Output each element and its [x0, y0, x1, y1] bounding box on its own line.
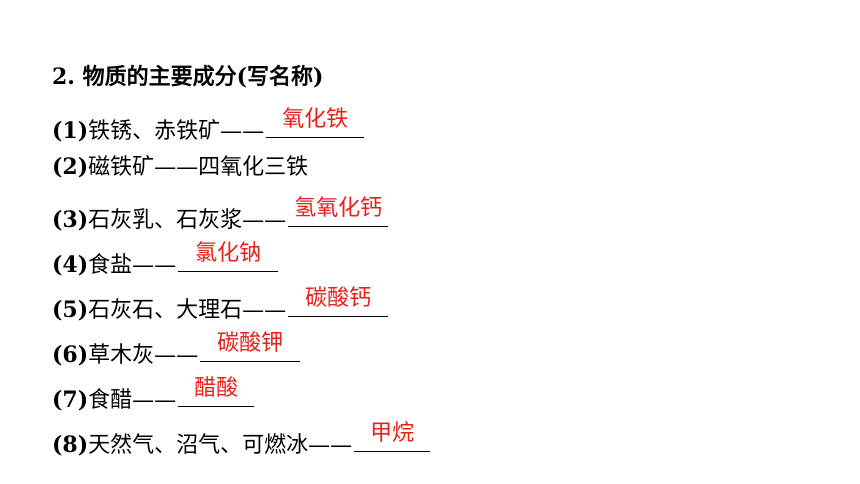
- answer-blank: 碳酸钾: [200, 331, 301, 362]
- answer-text: 醋酸: [194, 376, 239, 401]
- item-number: (6): [52, 342, 89, 368]
- list-item-7: (7) 食醋—— 醋酸: [52, 376, 255, 416]
- item-text: 天然气、沼气、可燃冰——: [88, 433, 353, 458]
- section-heading: 2. 物质的主要成分(写名称): [52, 64, 324, 90]
- list-item-1: (1) 铁锈、赤铁矿—— 氧化铁: [52, 107, 365, 147]
- item-text: 草木灰——: [88, 343, 199, 368]
- answer-blank: 氢氧化钙: [288, 196, 389, 227]
- item-text: 铁锈、赤铁矿——: [88, 119, 265, 144]
- answer-blank: 甲烷: [354, 421, 431, 452]
- item-number: (5): [52, 297, 89, 323]
- item-text: 石灰乳、石灰浆——: [88, 208, 287, 233]
- list-item-2: (2) 磁铁矿——四氧化三铁: [52, 152, 308, 183]
- answer-text: 碳酸钾: [217, 331, 284, 356]
- answer-text: 碳酸钙: [305, 286, 372, 311]
- answer-blank: 氯化钠: [178, 241, 279, 272]
- list-item-4: (4) 食盐—— 氯化钠: [52, 241, 279, 281]
- answer-blank: 氧化铁: [266, 107, 365, 138]
- item-number: (7): [52, 387, 89, 413]
- answer-text: 氯化钠: [195, 241, 262, 266]
- item-number: (2): [52, 154, 89, 180]
- item-number: (8): [52, 432, 89, 458]
- item-number: (3): [52, 207, 89, 233]
- answer-text: 甲烷: [370, 421, 415, 446]
- item-text: 食醋——: [88, 388, 177, 413]
- list-item-6: (6) 草木灰—— 碳酸钾: [52, 331, 301, 371]
- item-text: 石灰石、大理石——: [88, 298, 287, 323]
- list-item-5: (5) 石灰石、大理石—— 碳酸钙: [52, 286, 389, 326]
- item-number: (1): [52, 118, 89, 144]
- item-text: 食盐——: [88, 253, 177, 278]
- answer-text: 氧化铁: [282, 107, 349, 132]
- answer-blank: 碳酸钙: [288, 286, 389, 317]
- item-number: (4): [52, 252, 89, 278]
- item-text: 磁铁矿——四氧化三铁: [88, 155, 309, 180]
- answer-blank: 醋酸: [178, 376, 255, 407]
- list-item-8: (8) 天然气、沼气、可燃冰—— 甲烷: [52, 421, 431, 461]
- answer-text: 氢氧化钙: [294, 196, 383, 221]
- list-item-3: (3) 石灰乳、石灰浆—— 氢氧化钙: [52, 196, 389, 236]
